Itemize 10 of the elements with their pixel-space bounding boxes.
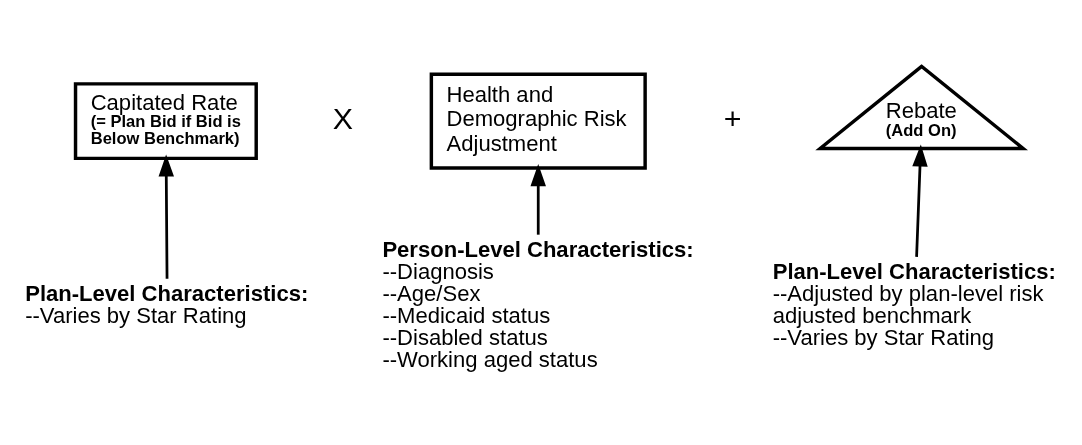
label: X [332, 101, 353, 135]
label: + [723, 101, 742, 135]
arrow [158, 154, 174, 279]
node-text: Plan-Level Characteristics: --Adjusted by plan-level risk adjusted benchmark --Varies by Star Rating [772, 258, 1056, 351]
arrow [530, 164, 546, 235]
arrow [912, 144, 928, 257]
node-text: Plan-Level Characteristics: --Varies by Star Rating [25, 280, 309, 329]
node-box: Health and Demographic Risk Adjustment [429, 72, 647, 170]
node-box: Capitated Rate (= Plan Bid if Bid is Below Benchmark) [73, 82, 258, 161]
node-text: Person-Level Characteristics: --Diagnosis --Age/Sex --Medicaid status --Disabled status --Working aged status [382, 236, 694, 373]
